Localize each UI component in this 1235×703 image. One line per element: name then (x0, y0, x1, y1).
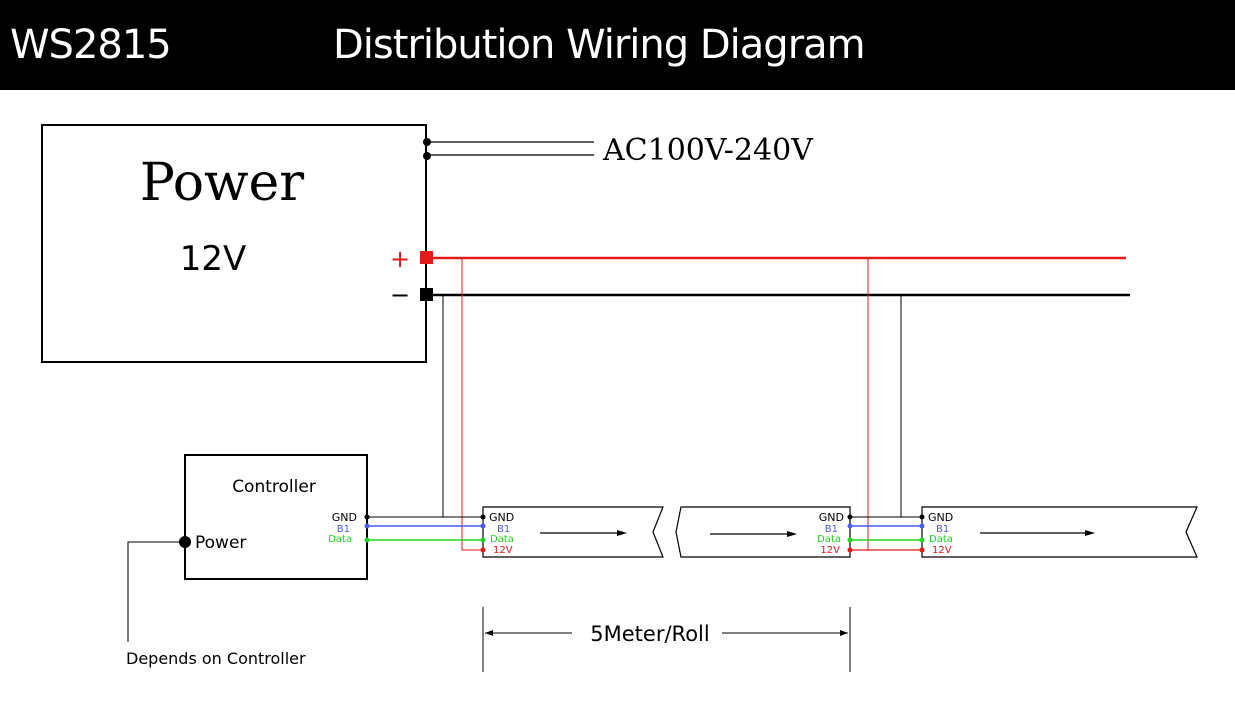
segment-length-label: 5Meter/Roll (590, 622, 709, 646)
header-bar: WS2815 Distribution Wiring Diagram (0, 0, 1235, 90)
diagram-title: Distribution Wiring Diagram (333, 22, 866, 68)
minus-symbol: − (390, 281, 410, 309)
controller-power-port (179, 536, 191, 548)
controller-label: Controller (232, 477, 316, 497)
power-supply-box (41, 124, 427, 363)
ac-input-label: AC100V-240V (602, 133, 814, 168)
strip3-pin-gnd: GND (928, 511, 953, 524)
power-label: Power (140, 153, 304, 213)
drop-12v-1 (461, 258, 483, 551)
strip2-pin-b1: B1 (825, 524, 838, 535)
strip3-pin-data: Data (929, 534, 953, 545)
strip1-pin-b1: B1 (497, 524, 510, 535)
model-name: WS2815 (10, 22, 172, 68)
controller-power-wire (127, 541, 179, 642)
led-strip-3: GND B1 Data 12V (919, 506, 1198, 558)
power-voltage: 12V (180, 239, 247, 279)
strip1-pin-gnd: GND (489, 511, 514, 524)
segment-length-dimension (482, 607, 851, 672)
ac-terminals (423, 138, 594, 160)
strip2-pin-data: Data (817, 534, 841, 545)
plus-symbol: + (390, 245, 410, 273)
strip1-pin-12v: 12V (493, 545, 513, 556)
controller-pin-gnd: GND (332, 511, 357, 524)
plus-terminal (420, 251, 433, 264)
controller-power-note: Depends on Controller (126, 649, 306, 668)
controller-power-label: Power (195, 533, 246, 553)
led-strip-2: GND B1 Data 12V (675, 506, 853, 558)
ac-terminal-2 (423, 152, 431, 160)
controller-pin-data: Data (328, 534, 352, 545)
controller-pin-b1: B1 (337, 524, 350, 535)
strip2-pin-12v: 12V (820, 545, 840, 556)
minus-terminal (420, 288, 433, 301)
strip1-pin-data: Data (490, 534, 514, 545)
strip3-pin-12v: 12V (932, 545, 952, 556)
strip2-pin-gnd: GND (819, 511, 844, 524)
strip3-pin-b1: B1 (936, 524, 949, 535)
controller-pin-dots (364, 514, 370, 543)
led-strip-1: GND B1 Data 12V (480, 506, 664, 558)
